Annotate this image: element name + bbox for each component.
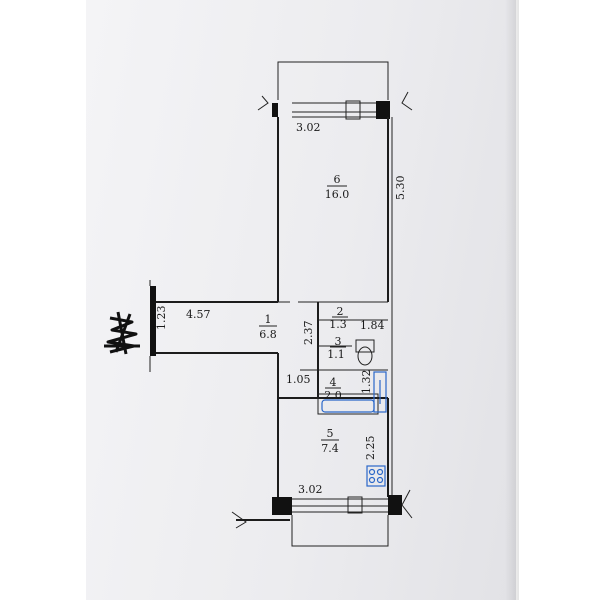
dim-nook-width: 1.05	[286, 373, 311, 386]
room-area: 1.3	[329, 318, 347, 331]
room-label-2: 2 1.3	[329, 305, 348, 331]
dim-wc-width: 1.84	[360, 319, 385, 332]
paper-shadow	[505, 0, 519, 600]
room-number: 1	[265, 313, 272, 326]
room-label-6: 6 16.0	[325, 173, 350, 201]
service-walls	[277, 302, 388, 415]
room-area: 2.0	[324, 389, 342, 402]
room-6-walls	[277, 117, 393, 510]
window-top	[257, 91, 413, 120]
balcony-bottom	[291, 515, 389, 547]
dim-top-width: 3.02	[296, 121, 321, 134]
bathtub-icon	[321, 371, 387, 413]
room-number: 6	[334, 173, 341, 186]
dim-bath-height: 1.32	[360, 370, 373, 395]
dim-right-height: 5.30	[394, 176, 407, 201]
corridor-walls	[149, 280, 278, 372]
room-label-5: 5 7.4	[321, 427, 339, 455]
window-bottom	[231, 489, 413, 529]
paper-sheet	[86, 0, 516, 600]
room-5-walls	[277, 398, 389, 497]
room-label-1: 1 6.8	[259, 313, 277, 341]
dim-corridor-length: 4.57	[186, 308, 211, 321]
room-area: 6.8	[259, 328, 277, 341]
scribble-mark	[104, 311, 140, 355]
room-number: 4	[330, 376, 337, 389]
toilet-icon	[355, 339, 375, 366]
room-number: 3	[335, 335, 342, 348]
room-number: 5	[327, 427, 334, 440]
room-label-3: 3 1.1	[327, 335, 346, 361]
room-number: 2	[337, 305, 344, 318]
dim-kitchen-height: 2.25	[364, 436, 377, 461]
room-area: 7.4	[321, 442, 339, 455]
dim-bottom-width: 3.02	[298, 483, 323, 496]
dim-entry-width: 1.23	[155, 306, 168, 331]
dim-hall-height: 2.37	[302, 321, 315, 346]
room-area: 1.1	[327, 348, 345, 361]
room-label-4: 4 2.0	[324, 376, 342, 402]
balcony-top	[277, 61, 389, 100]
room-area: 16.0	[325, 188, 350, 201]
